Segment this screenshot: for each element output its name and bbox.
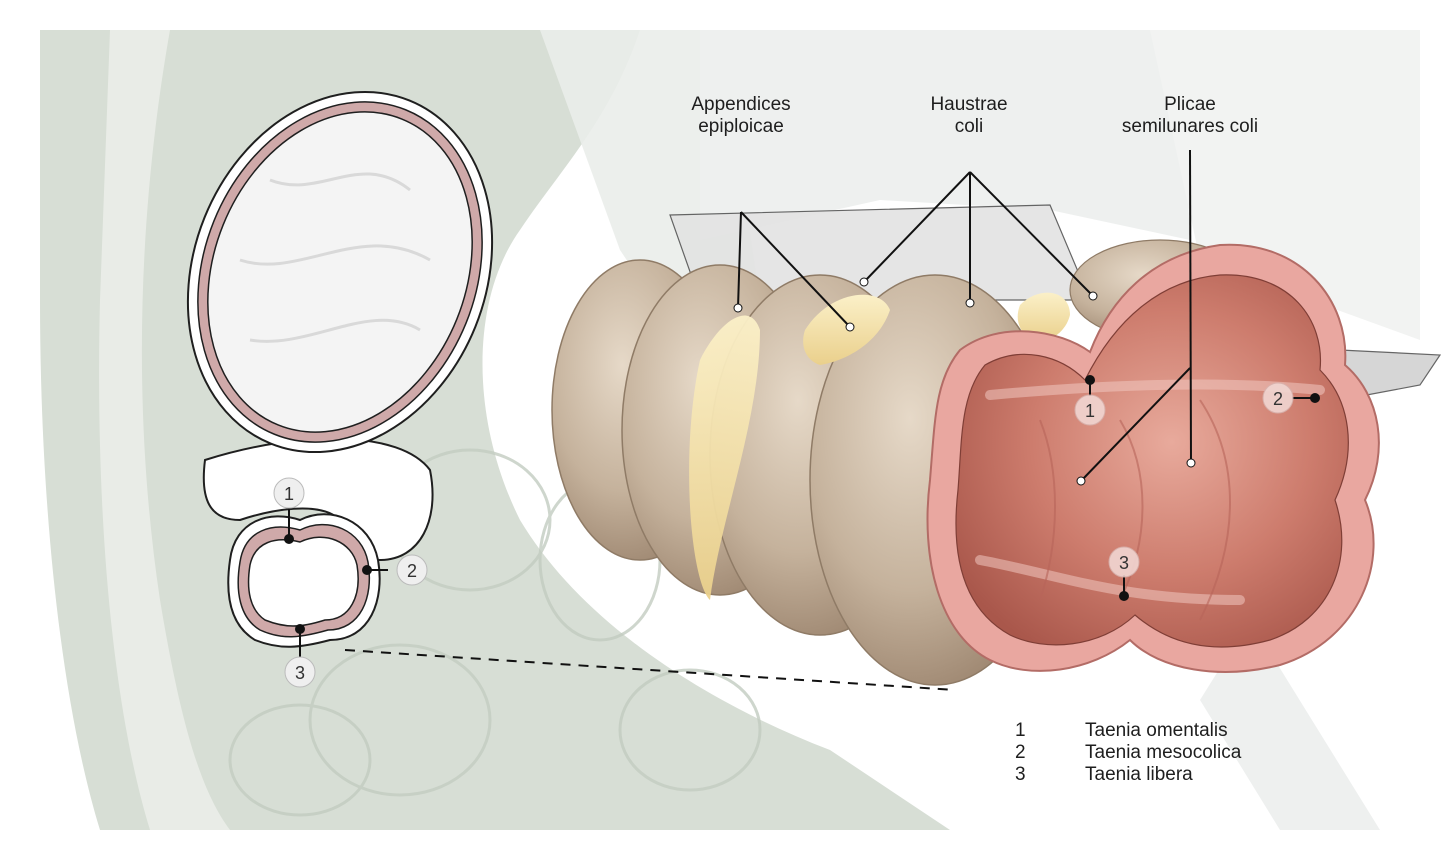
badge-small-1-text: 1 — [284, 484, 294, 504]
label-haustrae-coli: Haustrae coli — [930, 94, 1007, 138]
badge-large-1-text: 1 — [1085, 401, 1095, 421]
legend-number: 2 — [1015, 742, 1026, 763]
badge-small-2-text: 2 — [407, 561, 417, 581]
label-appendices-epiploicae: Appendices epiploicae — [691, 94, 790, 138]
legend: 1 Taenia omentalis 2 Taenia mesocolica 3… — [1010, 720, 1241, 786]
badge-large-3-text: 3 — [1119, 553, 1129, 573]
legend-name: Taenia mesocolica — [1085, 742, 1242, 763]
label-appendices-line1: Appendices — [691, 94, 791, 115]
badge-small-3-text: 3 — [295, 663, 305, 683]
badge-large-1: 1 — [1074, 394, 1106, 426]
upper-oval-organ — [186, 90, 494, 454]
legend-number: 1 — [1015, 720, 1026, 741]
badge-large-3: 3 — [1108, 546, 1140, 578]
legend-number: 3 — [1015, 764, 1026, 785]
label-haustrae-line2: coli — [954, 116, 984, 137]
badge-small-3: 3 — [284, 656, 316, 688]
leader-lines — [288, 149, 1315, 658]
legend-row: 2 Taenia mesocolica — [1010, 742, 1241, 764]
label-plicae-line2: semilunares coli — [1121, 116, 1259, 137]
dashed-connector — [344, 649, 956, 691]
small-colon-section — [227, 513, 381, 648]
leader-dots-white — [733, 277, 1196, 486]
label-haustrae-line1: Haustrae — [930, 94, 1008, 115]
legend-row: 3 Taenia libera — [1010, 764, 1241, 786]
badge-large-2-text: 2 — [1273, 389, 1283, 409]
leader-dots — [284, 375, 1320, 634]
legend-name: Taenia libera — [1085, 764, 1193, 785]
label-plicae-line1: Plicae — [1164, 94, 1216, 115]
badge-small-1: 1 — [273, 477, 305, 509]
large-colon-segment — [551, 239, 1380, 686]
badge-large-2: 2 — [1262, 382, 1294, 414]
badge-small-2: 2 — [396, 554, 428, 586]
mesentery-sheet — [669, 204, 1442, 401]
legend-row: 1 Taenia omentalis — [1010, 720, 1241, 742]
label-plicae-semilunares: Plicae semilunares coli — [1122, 94, 1258, 138]
legend-name: Taenia omentalis — [1085, 720, 1228, 741]
label-appendices-line2: epiploicae — [698, 116, 784, 137]
